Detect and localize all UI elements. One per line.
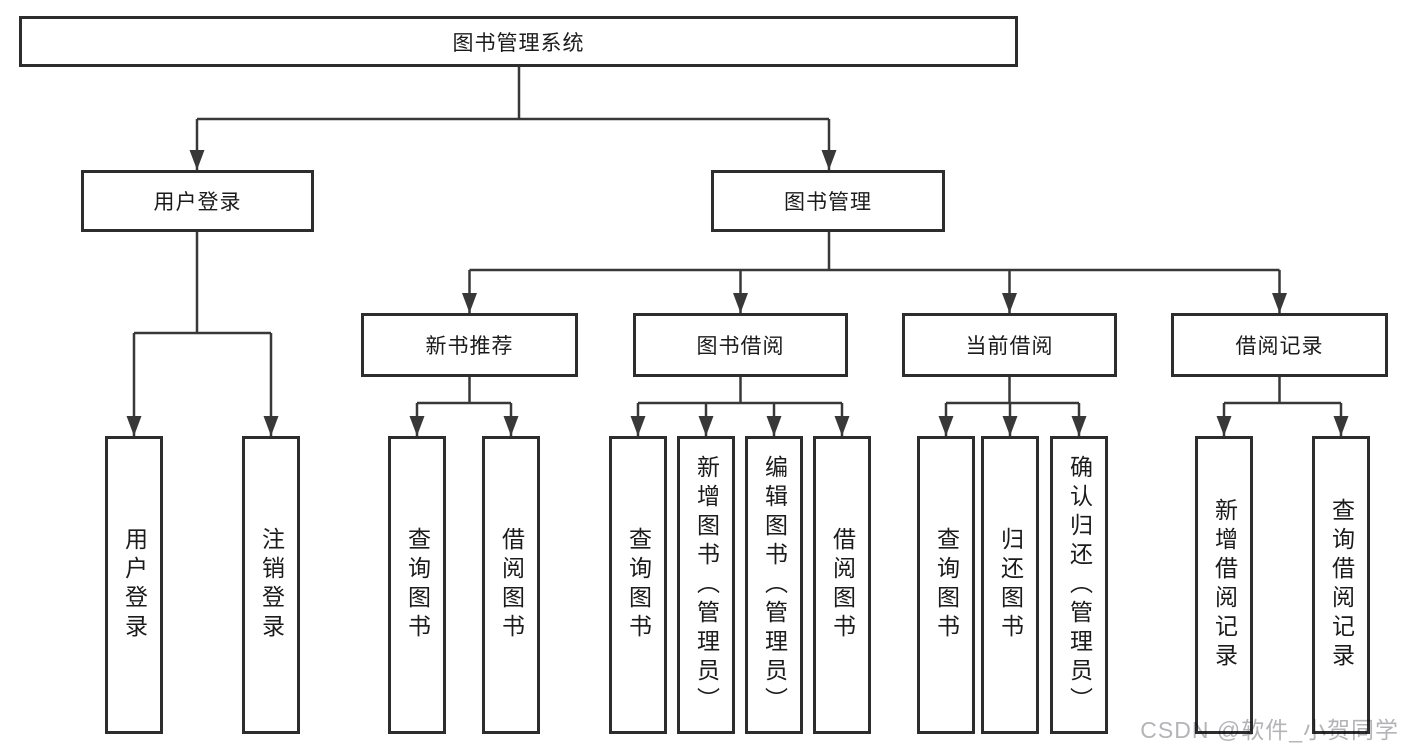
leaf-query-books-borrow: 查询图书 — [609, 436, 667, 734]
leaf-logout-label: 注销登录 — [258, 527, 285, 643]
leaf-query-books-recommend: 查询图书 — [388, 436, 446, 734]
leaf-return-book-label: 归还图书 — [997, 527, 1024, 643]
node-root-label: 图书管理系统 — [452, 31, 585, 55]
leaf-query-borrow-record: 查询借阅记录 — [1312, 436, 1370, 734]
leaf-confirm-return-admin: 确认归还（管理员） — [1050, 436, 1108, 734]
connector-borrow-records-children — [1216, 377, 1349, 436]
leaf-user-login-label: 用户登录 — [121, 527, 148, 643]
leaf-add-borrow-record-label: 新增借阅记录 — [1211, 498, 1238, 672]
leaf-add-book-admin: 新增图书（管理员） — [677, 436, 735, 734]
node-new-book-recommend: 新书推荐 — [361, 313, 578, 377]
leaf-borrow-books-borrow-label: 借阅图书 — [829, 527, 856, 643]
leaf-query-books-recommend-label: 查询图书 — [404, 527, 431, 643]
node-user-login: 用户登录 — [81, 170, 314, 232]
node-borrow-records-label: 借阅记录 — [1235, 335, 1324, 358]
leaf-edit-book-admin: 编辑图书（管理员） — [745, 436, 803, 734]
node-current-borrow-label: 当前借阅 — [965, 335, 1054, 358]
connector-root-to-level2 — [189, 67, 837, 170]
leaf-return-book: 归还图书 — [981, 436, 1039, 734]
leaf-query-books-borrow-label: 查询图书 — [625, 527, 652, 643]
watermark: CSDN @软件_小贺同学 — [1140, 717, 1399, 743]
leaf-add-borrow-record: 新增借阅记录 — [1195, 436, 1253, 734]
connector-user-login-children — [126, 232, 279, 436]
leaf-edit-book-admin-label: 编辑图书（管理员） — [761, 454, 788, 716]
leaf-borrow-books-borrow: 借阅图书 — [813, 436, 871, 734]
leaf-query-books-current-label: 查询图书 — [933, 527, 960, 643]
node-book-management-label: 图书管理 — [784, 191, 872, 214]
node-user-login-label: 用户登录 — [153, 191, 242, 214]
leaf-query-books-current: 查询图书 — [917, 436, 975, 734]
leaf-borrow-books-recommend: 借阅图书 — [482, 436, 540, 734]
leaf-confirm-return-admin-label: 确认归还（管理员） — [1066, 454, 1093, 716]
leaf-query-borrow-record-label: 查询借阅记录 — [1328, 498, 1355, 672]
node-borrow-records: 借阅记录 — [1171, 313, 1388, 377]
node-book-borrow: 图书借阅 — [633, 313, 848, 377]
leaf-borrow-books-recommend-label: 借阅图书 — [498, 527, 525, 643]
connector-new-book-children — [409, 377, 519, 436]
node-current-borrow: 当前借阅 — [902, 313, 1117, 377]
node-book-borrow-label: 图书借阅 — [696, 335, 785, 358]
leaf-add-book-admin-label: 新增图书（管理员） — [693, 454, 720, 716]
connector-current-borrow-children — [938, 377, 1087, 436]
node-book-management: 图书管理 — [711, 170, 945, 232]
leaf-logout: 注销登录 — [242, 436, 300, 734]
connector-book-borrow-children — [630, 377, 850, 436]
node-new-book-recommend-label: 新书推荐 — [425, 335, 514, 358]
leaf-user-login: 用户登录 — [105, 436, 163, 734]
node-root: 图书管理系统 — [19, 16, 1018, 67]
connector-book-management-children — [462, 232, 1287, 313]
